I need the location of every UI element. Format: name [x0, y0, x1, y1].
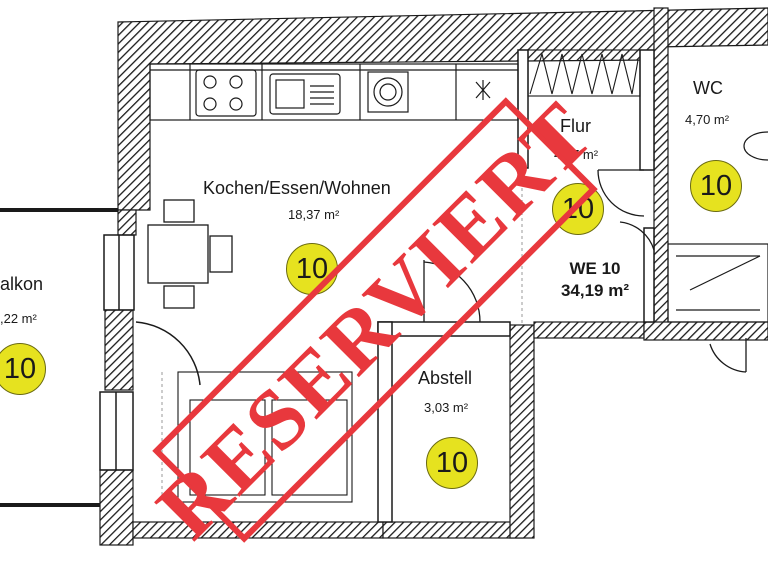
storage-name: Abstell	[418, 368, 473, 388]
balcony-name: alkon	[0, 274, 44, 294]
window-pier-upper	[117, 209, 137, 236]
inner-wall-right	[533, 321, 645, 339]
storage-area: 3,03 m²	[424, 400, 469, 415]
wc-left-wall	[653, 7, 669, 339]
balcony-windows	[99, 234, 201, 471]
kitchen-area: 18,37 m²	[288, 207, 340, 222]
unit-area: 34,19 m²	[560, 281, 630, 300]
wc-bottom-wall	[643, 321, 768, 341]
dining-table	[147, 199, 233, 309]
sofa	[177, 371, 353, 503]
dashed-guides	[161, 170, 523, 500]
doors	[423, 169, 747, 373]
storage-badge: 10	[426, 437, 478, 489]
kitchen-name: Kochen/Essen/Wohnen	[203, 178, 391, 198]
balcony-badge: 10	[0, 343, 46, 395]
interior-walls	[377, 49, 655, 523]
hall-name: Flur	[560, 116, 591, 136]
hall-badge: 10	[552, 183, 604, 235]
exterior-walls	[99, 7, 768, 546]
wc-area: 4,70 m²	[685, 112, 730, 127]
hall-area: 4,87 m²	[554, 147, 599, 162]
unit-label: WE 10 34,19 m²	[545, 258, 645, 302]
balcony-area: ,22 m²	[0, 311, 37, 326]
window-pier-lower	[99, 469, 134, 546]
wc-badge: 10	[690, 160, 742, 212]
kitchen-badge: 10	[286, 243, 338, 295]
kitchen-counter	[149, 63, 519, 121]
bottom-wall-mid	[382, 521, 524, 539]
wc-fixtures	[667, 131, 768, 323]
wc-name: WC	[693, 78, 723, 98]
storage-right-wall	[509, 324, 535, 539]
balcony-pier	[104, 309, 134, 391]
hall-wardrobe	[527, 49, 641, 97]
unit-name: WE 10	[569, 259, 621, 278]
balcony	[0, 208, 118, 507]
